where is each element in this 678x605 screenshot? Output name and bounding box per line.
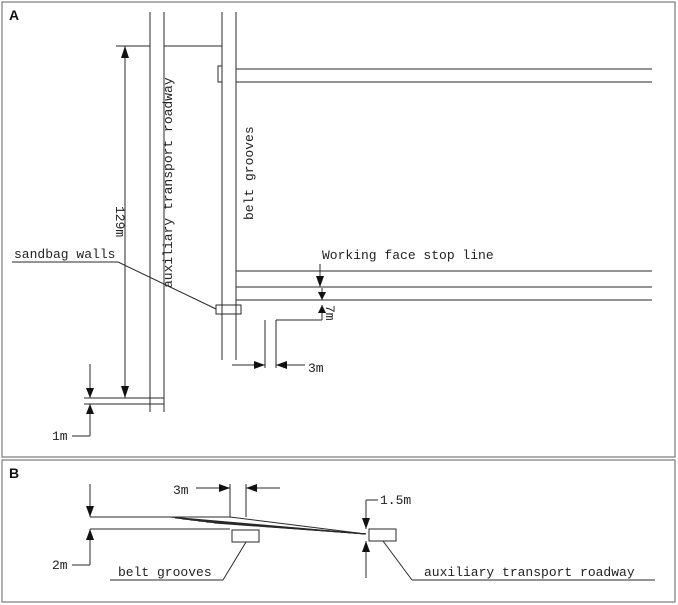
slope-hatching (169, 516, 367, 535)
sandbag-wall (215, 304, 242, 315)
label-stop-line: Working face stop line (322, 248, 494, 263)
label-7m: 7m (322, 305, 337, 321)
belt-grooves (235, 68, 652, 360)
dim-2m: 2m (52, 484, 94, 573)
belt-groove-leader (222, 541, 247, 581)
label-auxiliary-roadway-b: auxiliary transport roadway (424, 565, 635, 580)
panel-a-letter: A (9, 7, 19, 23)
label-3m-b: 3m (173, 483, 189, 498)
dim-129m: 129m (84, 45, 164, 405)
label-auxiliary-roadway-a: auxiliary transport roadway (161, 77, 176, 288)
label-belt-grooves-a: belt grooves (242, 126, 257, 220)
roadway-box (368, 528, 397, 542)
panel-a: A sandbag walls (1, 1, 676, 458)
dim-3m-a: 3m (232, 320, 324, 376)
dim-1-5m: 1.5m (362, 493, 411, 578)
label-belt-grooves-b: belt grooves (118, 565, 212, 580)
label-sandbag-walls: sandbag walls (14, 247, 115, 262)
label-1m: 1m (52, 429, 68, 444)
dim-1m: 1m (52, 364, 94, 444)
label-1-5m: 1.5m (380, 493, 411, 508)
roadway-leader (382, 540, 413, 581)
label-2m: 2m (52, 558, 68, 573)
dim-3m-b: 3m (173, 483, 280, 517)
dim-7m: 7m (276, 288, 337, 321)
panel-b: B belt grooves auxiliary transport roadw… (1, 459, 676, 603)
panel-a-frame (1, 1, 676, 458)
label-3m-a: 3m (308, 361, 324, 376)
panel-b-letter: B (9, 465, 19, 481)
sandbag-leader (117, 261, 217, 310)
label-129m: 129m (112, 206, 127, 237)
